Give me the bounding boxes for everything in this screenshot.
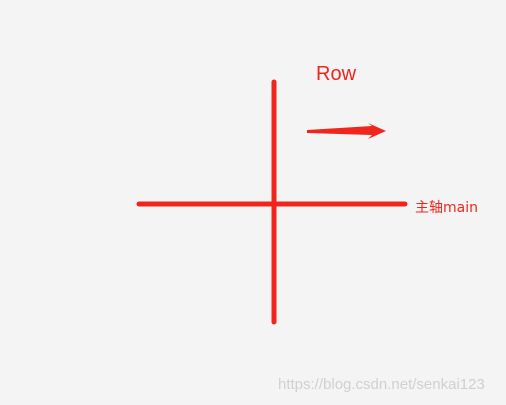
direction-arrow-icon: [307, 123, 386, 139]
watermark-text: https://blog.csdn.net/senkai123: [278, 376, 485, 393]
main-axis-label: 主轴main: [415, 200, 478, 216]
direction-label: Row: [316, 63, 357, 85]
